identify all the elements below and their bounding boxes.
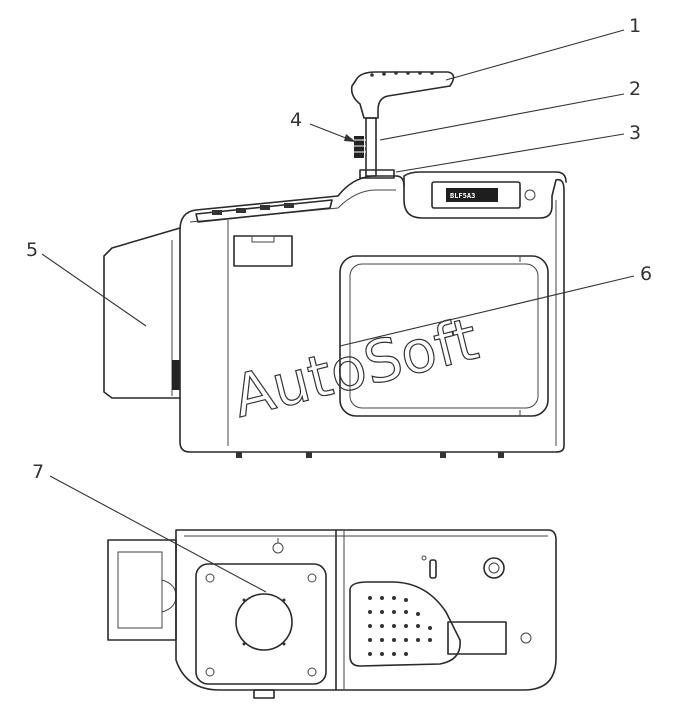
side-view: BLF5A3 [103, 71, 567, 458]
panel-label: BLF5A3 [450, 192, 475, 200]
mount-screws [205, 573, 317, 677]
leader-1 [445, 29, 625, 81]
mount-pins [242, 598, 286, 646]
control-buttons [212, 203, 294, 215]
leader-7 [49, 475, 267, 593]
feet [236, 452, 504, 458]
leader-3 [395, 133, 625, 173]
leader-lines [41, 29, 635, 593]
handle-grip-dots [370, 71, 434, 77]
shaft-part-2 [365, 117, 377, 177]
plan-screw [520, 632, 532, 644]
callout-1: 1 [629, 15, 641, 37]
mount-plate-part-7 [195, 563, 327, 685]
body-top-cap [403, 171, 567, 187]
leader-5 [41, 253, 147, 327]
callout-2: 2 [629, 78, 641, 100]
panel-label-plate [446, 188, 498, 202]
plan-port [483, 557, 505, 579]
side-window [233, 235, 293, 267]
hood-part-5 [103, 227, 181, 399]
plan-switch [429, 559, 437, 579]
plan-indicator [272, 542, 284, 554]
hood-latch [172, 360, 180, 390]
plan-recess [447, 621, 507, 655]
callout-3: 3 [629, 122, 641, 144]
panel-knob [524, 189, 536, 201]
handle-part-1 [350, 71, 455, 119]
plan-grip-pad [349, 581, 461, 667]
plan-grip-dots [368, 596, 432, 656]
plan-view [107, 529, 557, 699]
watermark: AutoSoft [226, 305, 484, 431]
mount-hole [235, 593, 293, 651]
plan-bottom-tab [253, 689, 275, 699]
callout-labels: 1 2 3 4 5 6 7 [26, 15, 652, 483]
knob-part-4 [352, 136, 366, 158]
collar-part-3 [359, 169, 395, 179]
callout-5: 5 [26, 239, 38, 261]
leader-6 [339, 275, 635, 347]
callout-6: 6 [640, 263, 652, 285]
leader-2 [379, 93, 625, 141]
plan-body [175, 529, 557, 691]
callout-4: 4 [290, 109, 302, 131]
door-part-6 [339, 255, 549, 417]
callout-7: 7 [32, 461, 44, 483]
main-body [179, 175, 565, 453]
front-panel [431, 181, 521, 209]
